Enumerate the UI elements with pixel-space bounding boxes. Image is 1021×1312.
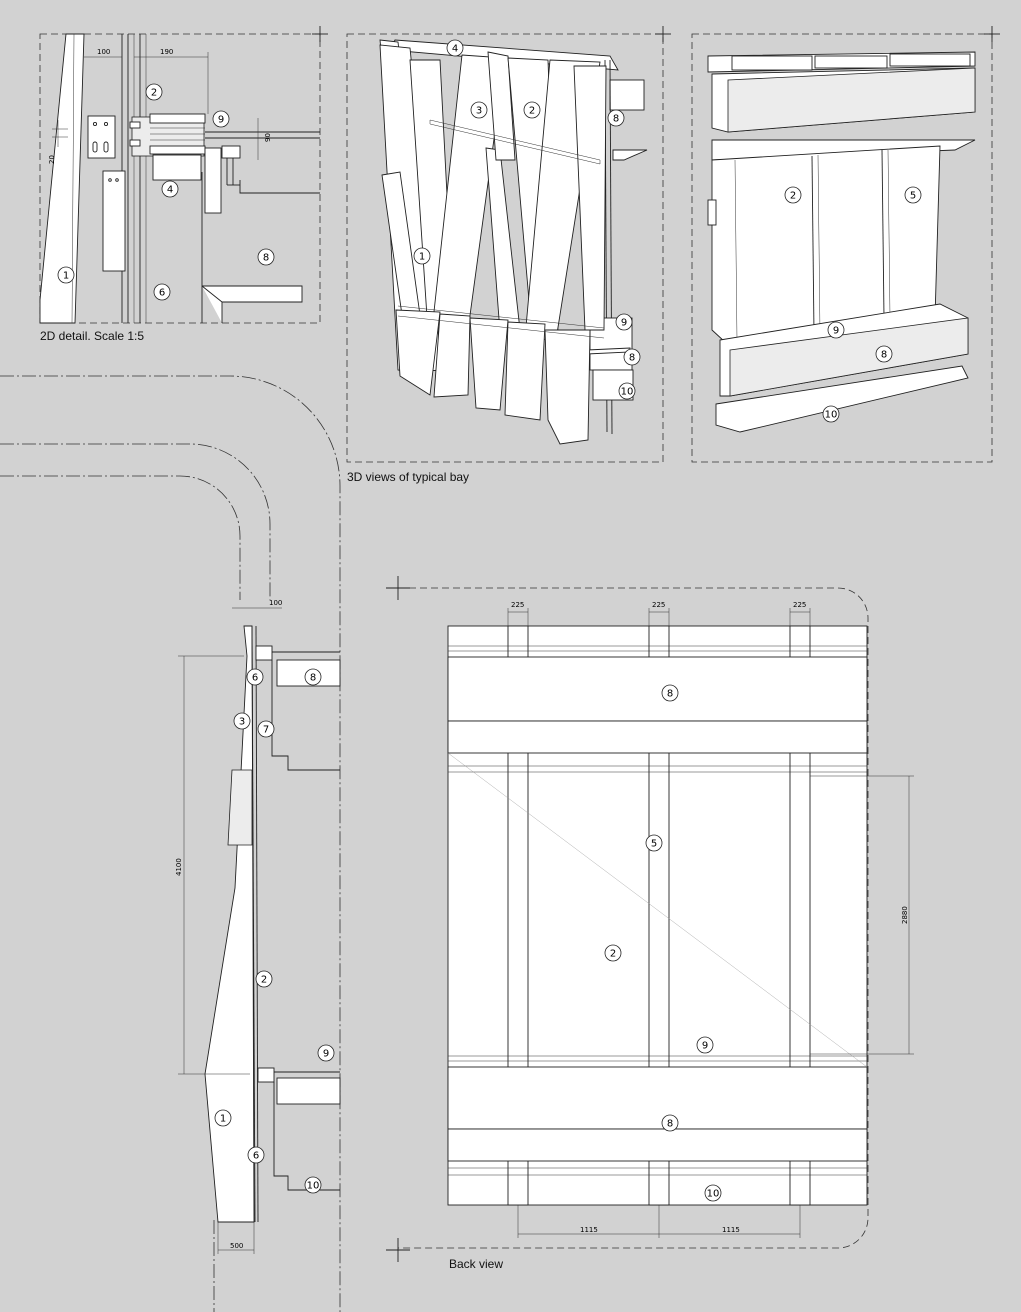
caption-2d-detail: 2D detail. Scale 1:5 [40, 329, 145, 343]
dim-100-section: 100 [269, 599, 282, 607]
section-drawing [178, 607, 341, 1254]
view-3d-front-drawing [379, 39, 648, 445]
callout-tag-label: 2 [261, 975, 267, 986]
callout-tag-label: 1 [63, 271, 69, 282]
callout-tag-label: 2 [151, 88, 157, 99]
dim-225-middle: 225 [652, 601, 665, 609]
callout-tag-circle [246, 668, 264, 686]
view-3d-back-drawing [707, 51, 976, 433]
callout-tag-circle [645, 834, 663, 852]
callout-tag-label: 7 [263, 725, 269, 736]
callout-tag-label: 5 [651, 839, 657, 850]
callout-tag-circle [470, 101, 488, 119]
frame-2d-detail [39, 26, 328, 324]
callout-tag-label: 2 [610, 949, 616, 960]
callout-tag-circle [827, 321, 845, 339]
callout-tag-circle [304, 1176, 322, 1194]
detail-2d-drawing [39, 33, 320, 324]
callout-tag-label: 8 [613, 114, 619, 125]
callout-tag-circle [607, 109, 625, 127]
callout-tag-label: 8 [667, 689, 673, 700]
callout-tag-circle [696, 1036, 714, 1054]
callout-tag-label: 8 [310, 673, 316, 684]
callout-tag-circle [153, 283, 171, 301]
callout-tag-label: 1 [220, 1114, 226, 1125]
callout-tag-label: 9 [621, 318, 627, 329]
callout-tag-circle [255, 970, 273, 988]
callout-tag-circle [317, 1044, 335, 1062]
callout-tag-label: 1 [419, 252, 425, 263]
dim-225-right: 225 [793, 601, 806, 609]
caption-3d-views: 3D views of typical bay [347, 470, 470, 484]
callout-tag-label: 10 [307, 1181, 320, 1192]
dim-1115-right: 1115 [722, 1226, 740, 1234]
building-outline-curves [0, 375, 341, 1312]
callout-tag-label: 8 [263, 253, 269, 264]
callout-tag-label: 8 [629, 353, 635, 364]
callout-tag-circle [523, 101, 541, 119]
dim-2880: 2880 [901, 906, 909, 924]
section-dims: 100 4100 500 [175, 599, 282, 1250]
callout-tag-circle [413, 247, 431, 265]
callout-tag-circle [212, 110, 230, 128]
callout-tag-circle [304, 668, 322, 686]
back-view-drawing [447, 608, 914, 1238]
dim-190: 190 [160, 48, 173, 56]
dim-225-left: 225 [511, 601, 524, 609]
dim-100: 100 [97, 48, 110, 56]
callout-tag-label: 4 [452, 44, 458, 55]
callout-tag-label: 9 [218, 115, 224, 126]
callout-tag-circle [875, 345, 893, 363]
callout-tag-circle [822, 405, 840, 423]
callout-tag-label: 10 [621, 387, 634, 398]
callout-tag-circle [615, 313, 633, 331]
frame-back-view [386, 576, 869, 1262]
callout-tag-circle [257, 720, 275, 738]
callout-tag-label: 2 [790, 191, 796, 202]
dim-1115-left: 1115 [580, 1226, 598, 1234]
callout-tag-label: 10 [825, 410, 838, 421]
callout-tag-label: 3 [476, 106, 482, 117]
callout-tag-label: 8 [667, 1119, 673, 1130]
callout-tag-circle [233, 712, 251, 730]
callout-tag-circle [214, 1109, 232, 1127]
frame-3d-views [346, 26, 1000, 463]
detail-2d-dims: 100 190 90 20 [48, 48, 272, 164]
callout-tag-circle [604, 944, 622, 962]
callout-tag-circle [247, 1146, 265, 1164]
callout-tag-label: 10 [707, 1189, 720, 1200]
callout-tag-circle [661, 1114, 679, 1132]
callout-tag-circle [257, 248, 275, 266]
callout-tag-label: 9 [323, 1049, 329, 1060]
callout-tag-circle [661, 684, 679, 702]
callout-tag-label: 2 [529, 106, 535, 117]
callout-tag-label: 6 [159, 288, 165, 299]
dim-500: 500 [230, 1242, 243, 1250]
callout-tag-circle [623, 348, 641, 366]
callout-tag-circle [618, 382, 636, 400]
callout-tag-circle [57, 266, 75, 284]
caption-back-view: Back view [449, 1257, 504, 1271]
callout-tag-label: 4 [167, 185, 173, 196]
callout-tag-label: 6 [252, 673, 258, 684]
callout-tag-circle [904, 186, 922, 204]
callout-tag-label: 9 [702, 1041, 708, 1052]
callout-tag-label: 9 [833, 326, 839, 337]
dim-4100: 4100 [175, 858, 183, 876]
dim-20: 20 [48, 155, 56, 164]
back-view-dims: 225 225 225 2880 1115 1115 [511, 601, 909, 1234]
callout-tag-circle [446, 39, 464, 57]
callout-tag-circle [704, 1184, 722, 1202]
callout-tag-label: 6 [253, 1151, 259, 1162]
callout-tag-circle [784, 186, 802, 204]
callout-tag-circle [161, 180, 179, 198]
callout-tag-label: 8 [881, 350, 887, 361]
dim-90: 90 [264, 133, 272, 142]
callout-tag-circle [145, 83, 163, 101]
callout-tag-label: 3 [239, 717, 245, 728]
callout-tag-label: 5 [910, 191, 916, 202]
